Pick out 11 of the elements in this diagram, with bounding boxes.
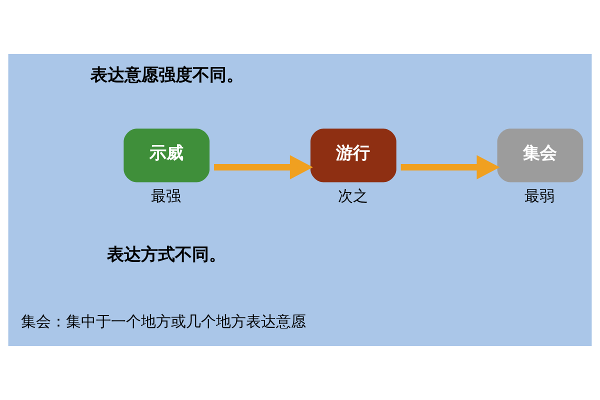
label: 表达方式不同。 [107, 244, 226, 265]
label: 集会：集中于一个地方或几个地方表达意愿 [21, 312, 306, 330]
node-label: 次之 [338, 186, 368, 205]
node-box: 示威 [124, 128, 210, 182]
node-box: 游行 [310, 128, 396, 182]
node-box: 集会 [497, 128, 584, 182]
arrow [400, 155, 500, 180]
arrow [214, 155, 313, 180]
node-label: 最强 [151, 186, 182, 205]
label: 表达意愿强度不同。 [90, 66, 244, 86]
node-label: 最弱 [524, 186, 555, 205]
